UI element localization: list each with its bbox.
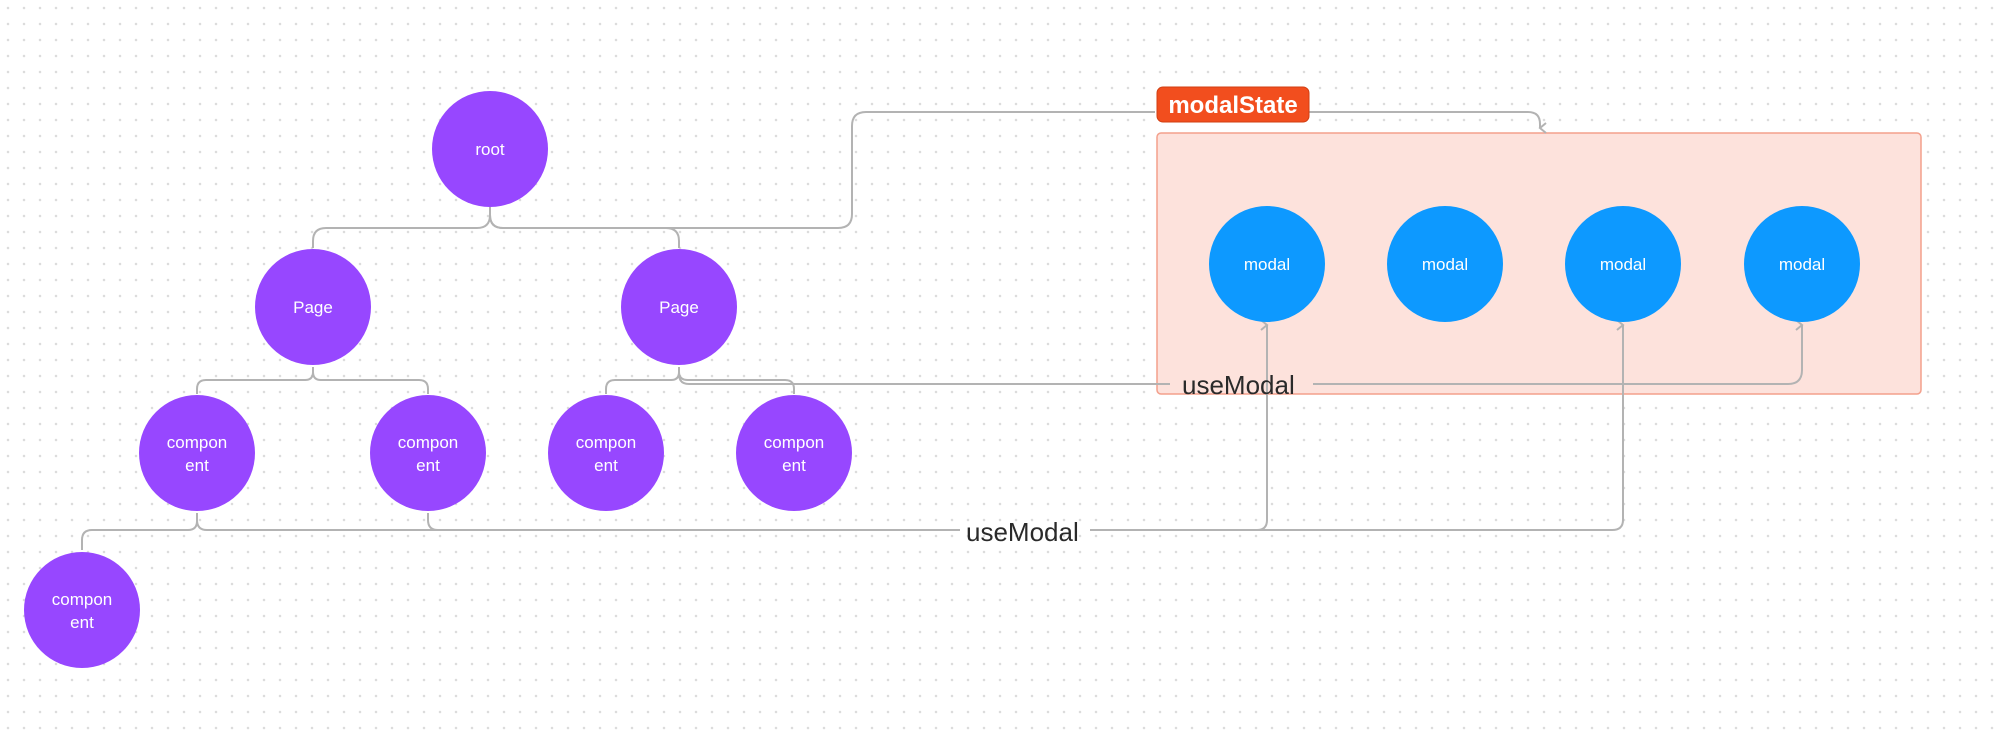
- node-modal-4[interactable]: modal: [1744, 206, 1860, 322]
- node-page-right-label: Page: [659, 298, 699, 317]
- connector-root-modal-state: [489, 111, 1155, 229]
- node-root[interactable]: root: [432, 91, 548, 207]
- edge-label-upper-use-modal: useModal: [1182, 370, 1295, 400]
- node-component-3-label-line1: compon: [576, 433, 636, 452]
- connector-upper-use-modal-right: [1313, 319, 1804, 385]
- node-modal-2-label: modal: [1422, 255, 1468, 274]
- node-modal-3-label: modal: [1600, 255, 1646, 274]
- node-component-5-label-line1: compon: [52, 590, 112, 609]
- node-component-1-label-line1: compon: [167, 433, 227, 452]
- edge-label-lower-use-modal: useModal: [966, 517, 1079, 547]
- connector-component-1-component-5: [81, 513, 198, 550]
- node-component-4-label-line1: compon: [764, 433, 824, 452]
- node-page-left[interactable]: Page: [255, 249, 371, 365]
- node-component-4[interactable]: compon ent: [736, 395, 852, 511]
- node-component-2-label-line1: compon: [398, 433, 458, 452]
- node-component-3-label-line2: ent: [594, 456, 618, 475]
- connector-root-page-left: [312, 207, 491, 248]
- node-component-1-label-line2: ent: [185, 456, 209, 475]
- connectors: [81, 111, 1804, 550]
- connector-page-right-component-4: [678, 367, 795, 394]
- node-modal-1[interactable]: modal: [1209, 206, 1325, 322]
- modal-state-label: modalState: [1168, 92, 1297, 119]
- node-modal-3[interactable]: modal: [1565, 206, 1681, 322]
- connector-page-left-component-1: [196, 367, 314, 394]
- node-modal-2[interactable]: modal: [1387, 206, 1503, 322]
- connector-page-right-component-3: [605, 367, 680, 394]
- node-component-2-label-line2: ent: [416, 456, 440, 475]
- node-root-label: root: [475, 140, 505, 159]
- node-modal-1-label: modal: [1244, 255, 1290, 274]
- node-component-4-label-line2: ent: [782, 456, 806, 475]
- connector-lower-use-modal-right-2: [1257, 319, 1625, 531]
- node-page-left-label: Page: [293, 298, 333, 317]
- node-component-5[interactable]: compon ent: [24, 552, 140, 668]
- node-modal-4-label: modal: [1779, 255, 1825, 274]
- connector-lower-use-modal-left: [196, 513, 958, 531]
- node-component-3[interactable]: compon ent: [548, 395, 664, 511]
- modal-state-badge[interactable]: modalState: [1156, 86, 1310, 123]
- node-component-1[interactable]: compon ent: [139, 395, 255, 511]
- connector-page-left-component-2: [312, 367, 429, 394]
- connector-component-2-lower: [427, 513, 960, 531]
- node-component-2[interactable]: compon ent: [370, 395, 486, 511]
- node-component-5-label-line2: ent: [70, 613, 94, 632]
- connector-upper-use-modal-left: [678, 367, 1170, 385]
- node-page-right[interactable]: Page: [621, 249, 737, 365]
- connector-modal-state-box: [1309, 111, 1547, 134]
